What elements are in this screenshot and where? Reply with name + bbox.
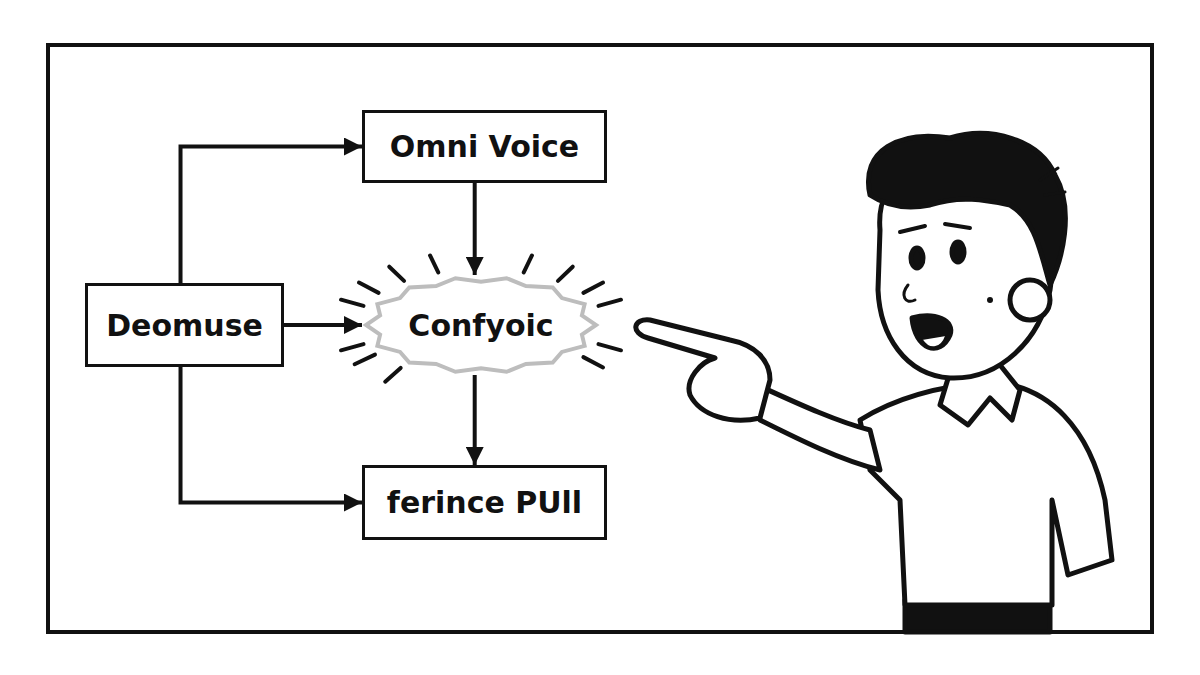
emphasis-tick [389, 267, 404, 281]
burst-shape [366, 278, 596, 372]
person-hair [868, 133, 1065, 285]
emphasis-tick [558, 267, 573, 281]
person-eye [952, 242, 964, 262]
emphasis-tick [524, 255, 532, 272]
connector-arrow [181, 367, 362, 503]
surprise-marks [1040, 168, 1065, 195]
node-label: ferince PUll [387, 486, 582, 519]
emphasis-tick [583, 283, 603, 293]
node-label: Omni Voice [390, 130, 579, 163]
panel-frame [48, 45, 1152, 632]
connector-arrow [473, 183, 477, 275]
person-eye [911, 248, 923, 268]
connector-arrow [181, 147, 362, 284]
connector-arrow [473, 375, 477, 465]
emphasis-tick [598, 300, 621, 306]
process-box: ferince PUll [362, 465, 607, 540]
emphasis-tick [385, 368, 400, 382]
emphasis-tick [583, 357, 603, 367]
process-box: Omni Voice [362, 110, 607, 183]
person-mole [987, 297, 993, 303]
emphasis-tick [341, 344, 364, 350]
person-shirt [860, 382, 1112, 605]
person-hand [636, 320, 770, 420]
emphasis-tick [355, 355, 375, 365]
person-ear [1010, 280, 1050, 320]
emphasis-tick [359, 283, 379, 293]
highlight-burst: Confyoic [362, 273, 600, 377]
emphasis-tick [341, 300, 364, 306]
person-nose [904, 285, 915, 301]
emphasis-tick [598, 344, 621, 350]
node-label: Deomuse [106, 309, 263, 342]
process-box: Deomuse [85, 283, 284, 367]
pointing-person [636, 133, 1112, 632]
person-mouth [912, 316, 951, 348]
emphasis-tick [430, 255, 438, 272]
node-label: Confyoic [408, 309, 553, 342]
person-tongue [922, 336, 946, 347]
person-eyebrows [900, 224, 970, 232]
connector-arrow [284, 323, 362, 327]
